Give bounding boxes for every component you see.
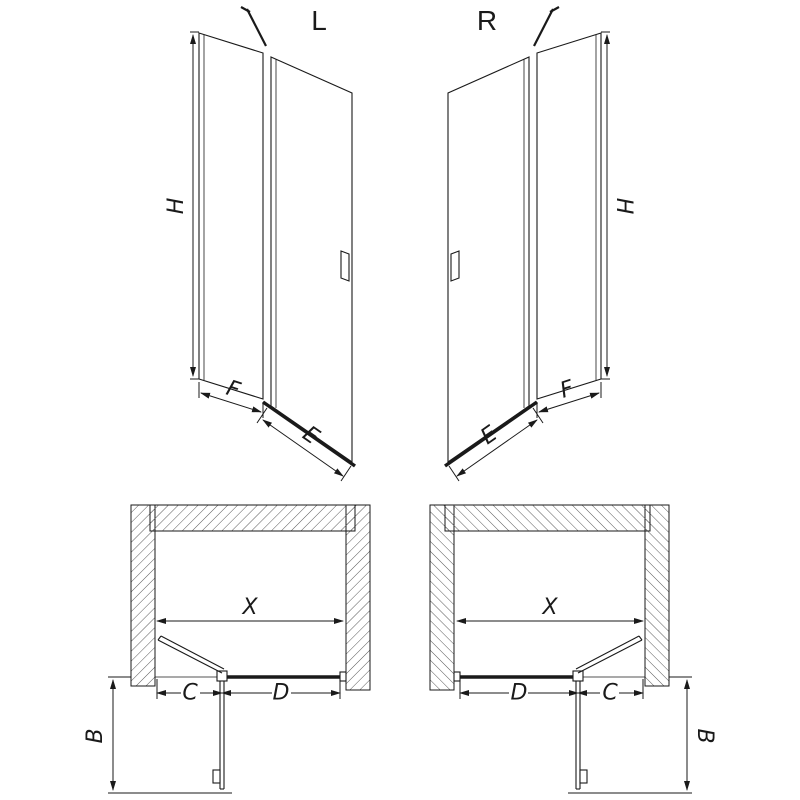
dim-label-c-left: C xyxy=(182,681,198,706)
perspective-view-left: L H F E xyxy=(164,5,355,481)
perspective-view-right: R H F E xyxy=(445,5,636,481)
dim-label-x-left: X xyxy=(241,595,258,620)
plan-view-left: X C D B xyxy=(83,505,370,793)
door-assembly-left xyxy=(190,7,355,481)
dim-label-d-right: D xyxy=(511,681,528,706)
dim-label-height-left: H xyxy=(164,198,189,215)
dim-label-b-left: B xyxy=(83,728,108,743)
door-assembly-right xyxy=(445,7,610,481)
plan-drawing-right xyxy=(430,505,692,793)
plan-drawing-left xyxy=(108,505,370,793)
dim-label-d-left: D xyxy=(273,681,290,706)
dim-label-x-right: X xyxy=(541,595,558,620)
view-label-right: R xyxy=(477,5,497,36)
dim-label-height-right: H xyxy=(611,198,636,215)
dim-label-c-right: C xyxy=(602,681,618,706)
dim-label-b-right: B xyxy=(692,728,717,743)
view-label-left: L xyxy=(311,5,327,36)
plan-view-right: X D C B xyxy=(430,505,717,793)
